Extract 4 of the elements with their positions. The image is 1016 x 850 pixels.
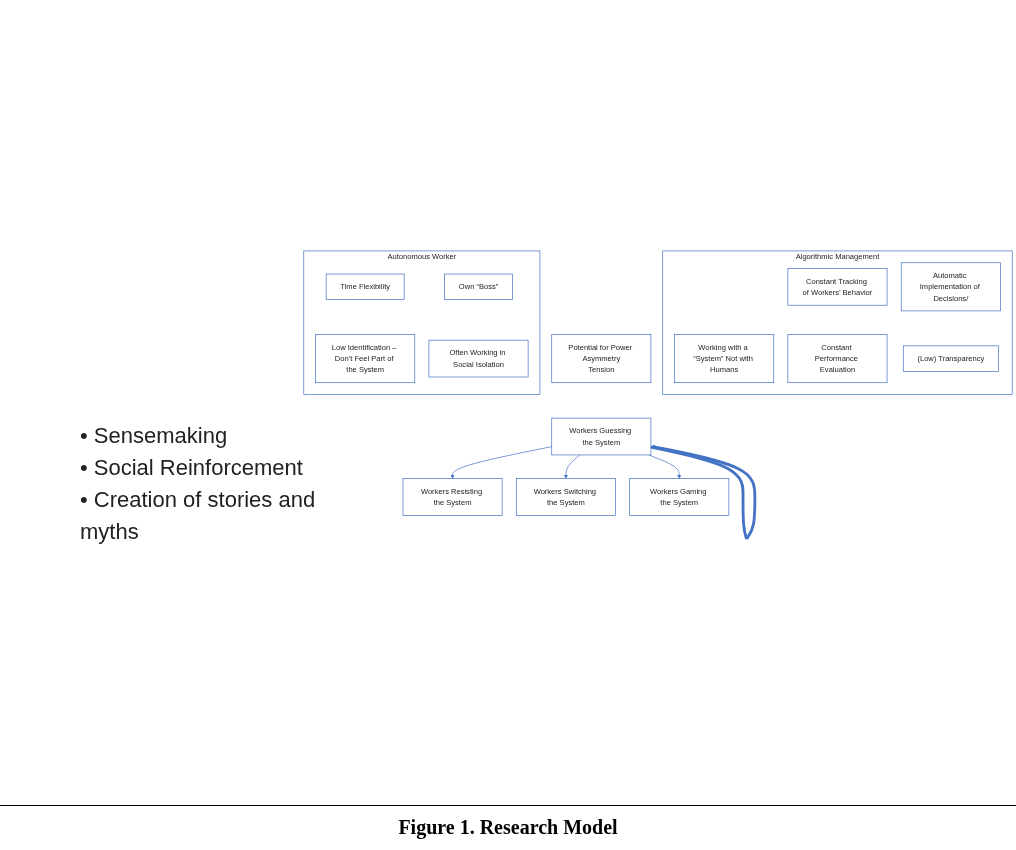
bullet-point: • Creation of stories and myths bbox=[80, 486, 317, 546]
bullet-point: • Social Reinforcement bbox=[80, 454, 304, 482]
figure-caption: Figure 1. Research Model bbox=[0, 805, 1016, 839]
bullet-point: • Sensemaking bbox=[80, 422, 229, 450]
